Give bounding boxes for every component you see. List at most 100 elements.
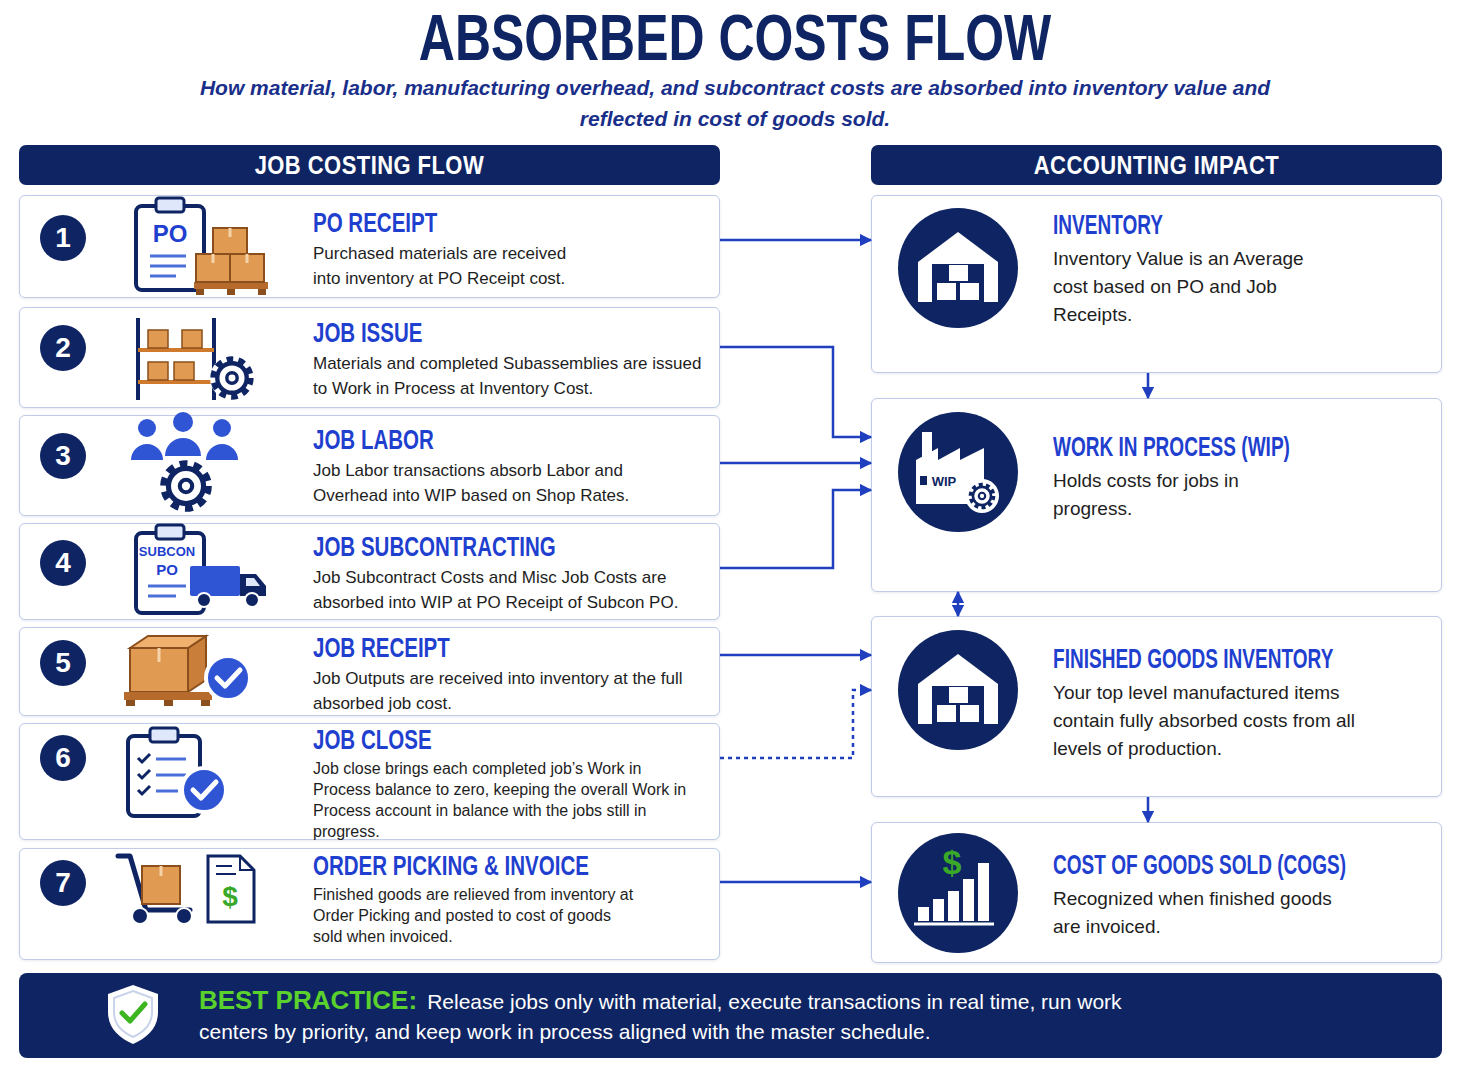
carton xyxy=(213,228,247,254)
step-number-circle: 6 xyxy=(40,735,86,781)
carton xyxy=(142,866,180,904)
document-lines xyxy=(148,586,186,596)
gear-icon xyxy=(215,361,250,396)
flow-arrow xyxy=(1147,797,1150,822)
gear-icon xyxy=(165,465,206,506)
text-column: ORDER PICKING & INVOICEFinished goods ar… xyxy=(313,850,643,947)
step-description: Job Outputs are received into inventory … xyxy=(313,666,713,716)
step-number-circle: 1 xyxy=(40,215,86,261)
checklist-lines xyxy=(156,759,186,791)
clipboard-clip xyxy=(150,728,178,742)
diagram-subtitle: How material, labor, manufacturing overh… xyxy=(160,72,1310,134)
section-title: JOB COSTING FLOW xyxy=(255,150,484,180)
document-lines xyxy=(150,256,186,276)
truck-wheel xyxy=(245,593,259,607)
step-title: JOB LABOR xyxy=(313,424,575,456)
checklist-ticks xyxy=(138,754,150,794)
pallet-foot xyxy=(227,289,235,295)
hand-truck-frame xyxy=(118,856,190,910)
person-head xyxy=(213,419,231,437)
shelf-board xyxy=(138,350,214,382)
person-body xyxy=(206,444,238,460)
step-title: JOB ISSUE xyxy=(313,317,613,349)
clipboard xyxy=(128,736,200,816)
callout-number: 6 xyxy=(55,743,71,773)
step-description: Materials and completed Subassemblies ar… xyxy=(313,351,708,401)
text-column: BEST PRACTICE:Release jobs only with mat… xyxy=(199,985,1159,1047)
account-box: COST OF GOODS SOLD (COGS) Recognized when… xyxy=(871,822,1442,963)
step-box: JOB LABORJob Labor transactions absorb L… xyxy=(19,415,720,516)
text-column: FINISHED GOODS INVENTORYYour top level m… xyxy=(1053,643,1363,763)
flow-arrow xyxy=(1147,373,1150,398)
account-description: Inventory Value is an Average cost based… xyxy=(1053,245,1328,329)
account-title: FINISHED GOODS INVENTORY xyxy=(1053,643,1264,675)
pallet-foot xyxy=(201,700,210,706)
warehouse-icon xyxy=(898,630,1018,750)
clipboard xyxy=(136,533,204,613)
step-title: JOB SUBCONTRACTING xyxy=(313,531,617,563)
carton-tape xyxy=(158,648,161,662)
account-title: INVENTORY xyxy=(1053,209,1240,241)
step-title: JOB RECEIPT xyxy=(313,632,617,664)
callout-number: 5 xyxy=(55,648,71,678)
warehouse-icon xyxy=(898,208,1018,328)
flow-arrow xyxy=(720,239,871,242)
callout-number: 7 xyxy=(55,868,71,898)
diagram-title: ABSORBED COSTS FLOW xyxy=(162,4,1309,72)
gear-backing xyxy=(210,356,254,400)
text-column: INVENTORY Inventory Value is an Average c… xyxy=(1053,209,1328,329)
carton xyxy=(182,330,202,348)
callout-number: 4 xyxy=(55,548,71,578)
carton xyxy=(230,254,264,282)
flow-arrow xyxy=(720,462,871,465)
factory-icon xyxy=(898,412,1018,532)
truck-wheel xyxy=(197,593,211,607)
account-box: WORK IN PROCESS (WIP)Holds costs for job… xyxy=(871,398,1442,592)
pallet xyxy=(194,282,268,289)
section-header: JOB COSTING FLOW xyxy=(19,145,720,185)
callout-number: 2 xyxy=(55,333,71,363)
clipboard-clip xyxy=(156,198,184,212)
flow-arrow xyxy=(720,490,871,568)
text-column: JOB LABORJob Labor transactions absorb L… xyxy=(313,424,658,508)
truck-cab xyxy=(240,574,266,596)
check-mark xyxy=(217,670,240,686)
check-badge xyxy=(206,656,250,700)
carton xyxy=(148,362,168,380)
dotted-connector xyxy=(720,690,871,758)
account-box: INVENTORY Inventory Value is an Average c… xyxy=(871,195,1442,373)
flow-arrow xyxy=(957,592,960,616)
step-description: Finished goods are relieved from invento… xyxy=(313,884,643,947)
step-description: Job Labor transactions absorb Labor and … xyxy=(313,458,658,508)
chart-icon xyxy=(898,833,1018,953)
step-title: JOB CLOSE xyxy=(313,724,602,756)
text-column: COST OF GOODS SOLD (COGS) Recognized when… xyxy=(1053,849,1343,941)
carton-front xyxy=(130,648,188,692)
text-column: PO RECEIPTPurchased materials are receiv… xyxy=(313,207,598,291)
carton-side xyxy=(188,636,206,692)
pallet-foot xyxy=(258,289,266,295)
person-body xyxy=(131,444,163,460)
best-practice-banner: BEST PRACTICE:Release jobs only with mat… xyxy=(19,973,1442,1058)
step-box: PO RECEIPTPurchased materials are receiv… xyxy=(19,195,720,298)
carton xyxy=(148,330,168,348)
carton xyxy=(196,254,230,282)
step-box: JOB ISSUEMaterials and completed Subasse… xyxy=(19,307,720,408)
shield-check xyxy=(122,1004,145,1021)
step-title: PO RECEIPT xyxy=(313,207,530,239)
clipboard xyxy=(136,206,204,290)
step-box: ORDER PICKING & INVOICEFinished goods ar… xyxy=(19,848,720,960)
step-description: Purchased materials are received into in… xyxy=(313,241,598,291)
invoice-fold xyxy=(240,856,254,870)
flow-arrow xyxy=(720,881,871,884)
invoice-document xyxy=(208,856,254,922)
account-description: Recognized when finished goods are invoi… xyxy=(1053,885,1343,941)
person-head xyxy=(138,419,156,437)
invoice-lines xyxy=(216,866,236,874)
shield-inner xyxy=(114,991,152,1037)
pallet-foot xyxy=(126,700,135,706)
shelf-upright xyxy=(138,318,214,400)
account-title: COST OF GOODS SOLD (COGS) xyxy=(1053,849,1250,881)
